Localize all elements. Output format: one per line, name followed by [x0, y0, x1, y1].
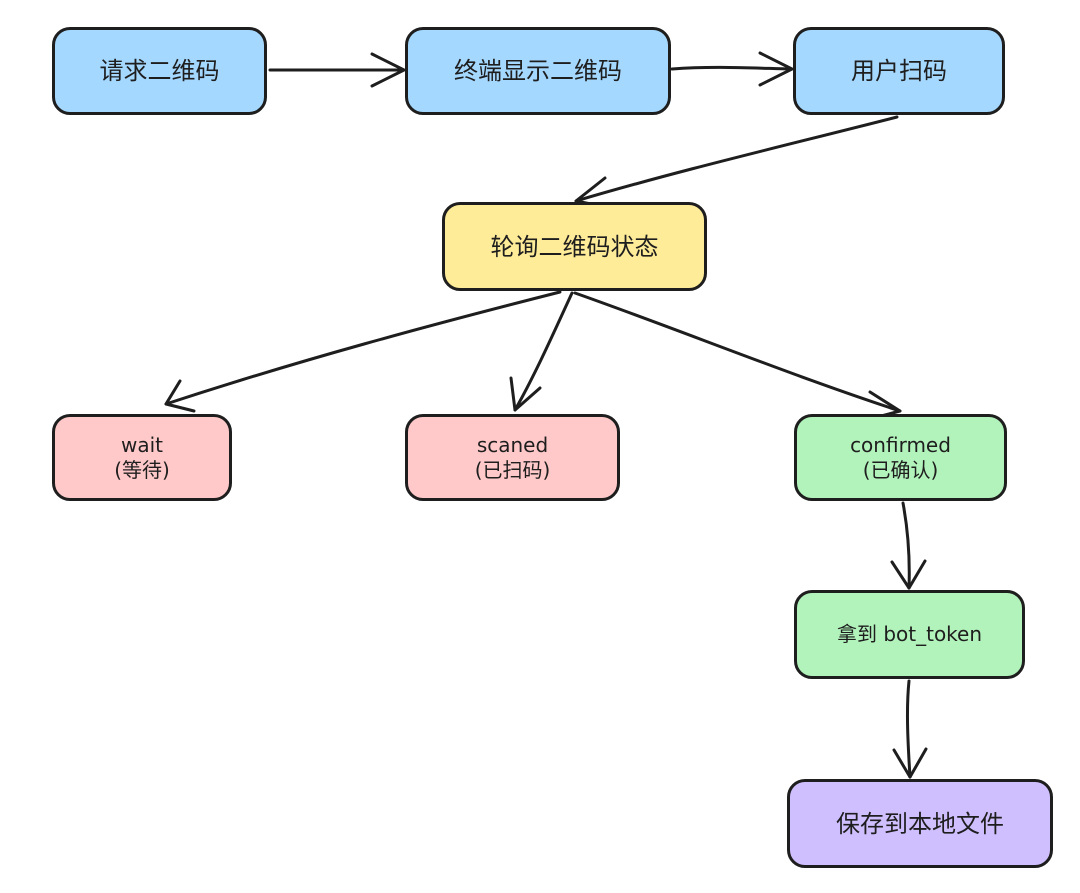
terminal-show-qr-label: 终端显示二维码	[454, 57, 622, 85]
confirmed-node: confirmed (已确认)	[794, 414, 1007, 501]
scaned-node: scaned (已扫码)	[405, 414, 620, 501]
arrow-token-to-save	[905, 679, 912, 779]
request-qr-label: 请求二维码	[99, 57, 220, 85]
arrow-poll-to-scaned	[513, 291, 574, 412]
wait-sublabel: (等待)	[114, 457, 170, 482]
scaned-sublabel: (已扫码)	[474, 457, 551, 482]
confirmed-sublabel: (已确认)	[862, 457, 939, 482]
arrowhead-request-to-terminal	[370, 52, 406, 88]
get-token-node: 拿到 bot_token	[794, 590, 1025, 679]
arrowhead-confirmed-to-token	[890, 559, 927, 590]
request-qr-node: 请求二维码	[52, 27, 267, 115]
user-scan-node: 用户扫码	[793, 27, 1005, 115]
arrow-poll-to-wait	[164, 290, 562, 406]
arrow-confirmed-to-token	[901, 501, 911, 590]
get-token-label: 拿到 bot_token	[836, 622, 983, 646]
arrow-poll-to-confirmed	[573, 291, 902, 413]
arrowhead-poll-to-scaned	[509, 376, 542, 412]
poll-status-node: 轮询二维码状态	[442, 202, 707, 291]
arrowhead-terminal-to-scan	[758, 51, 794, 87]
arrowhead-poll-to-wait	[164, 379, 196, 413]
arrow-terminal-to-scan	[670, 65, 793, 71]
arrowhead-token-to-save	[892, 747, 928, 779]
save-local-node: 保存到本地文件	[787, 779, 1053, 868]
arrow-scan-to-poll	[574, 115, 899, 203]
save-local-label: 保存到本地文件	[836, 809, 1004, 838]
terminal-show-qr-node: 终端显示二维码	[405, 27, 671, 115]
user-scan-label: 用户扫码	[851, 57, 947, 85]
confirmed-label: confirmed	[850, 432, 951, 457]
poll-status-label: 轮询二维码状态	[490, 232, 659, 261]
scaned-label: scaned	[476, 432, 549, 457]
wait-label: wait	[120, 432, 163, 457]
wait-node: wait (等待)	[52, 414, 232, 501]
